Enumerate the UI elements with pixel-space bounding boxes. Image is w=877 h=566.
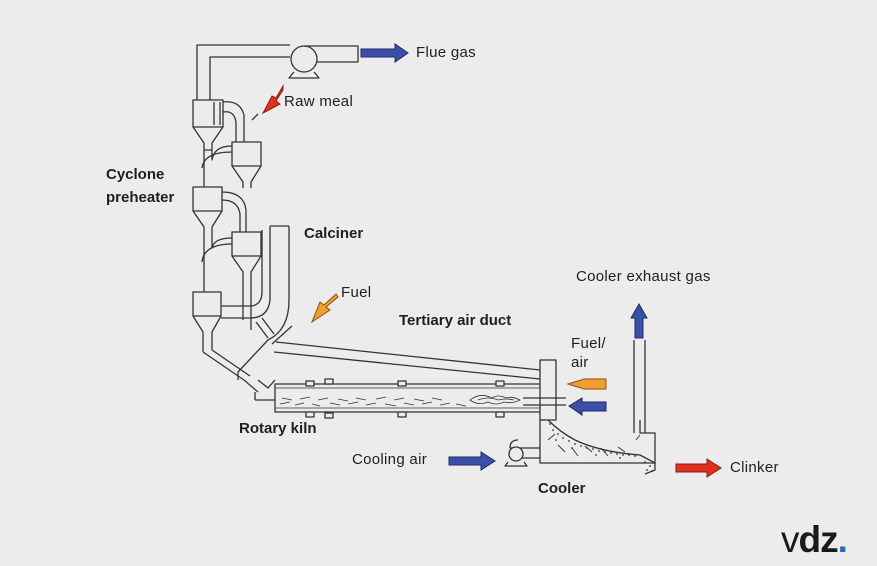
kiln-hood xyxy=(539,359,557,421)
calciner xyxy=(221,225,290,380)
clinker-cooler xyxy=(509,340,656,475)
label-rotary-kiln: Rotary kiln xyxy=(239,420,317,437)
label-tertiary-air-duct: Tertiary air duct xyxy=(399,312,512,329)
cyclone-2 xyxy=(231,141,262,188)
kiln-flame xyxy=(469,395,521,405)
rotary-kiln xyxy=(254,378,542,419)
raw-meal-arrow xyxy=(261,84,284,115)
cooler-clinker xyxy=(549,423,653,472)
fuel-air-arrow xyxy=(566,378,607,390)
label-cyclone: Cyclone xyxy=(106,166,165,183)
label-flue-gas: Flue gas xyxy=(416,44,476,61)
logo-v: v xyxy=(781,519,799,560)
vdz-logo: vdz. xyxy=(781,519,848,560)
riser-1 xyxy=(222,101,245,142)
flue-gas-arrow xyxy=(360,43,409,63)
logo-dot: . xyxy=(837,519,848,560)
label-clinker: Clinker xyxy=(730,459,779,476)
cyclone-5 xyxy=(192,291,222,352)
burner-air-arrow xyxy=(568,397,607,416)
cyclone-4 xyxy=(231,231,262,330)
logo-dz: dz xyxy=(798,519,839,560)
tertiary-air-duct xyxy=(271,325,541,380)
label-cooler-exhaust-gas: Cooler exhaust gas xyxy=(576,268,711,285)
cooler-exhaust-arrow xyxy=(630,302,648,339)
cooling-air-arrow xyxy=(448,451,496,471)
cyclone-3 xyxy=(192,186,223,236)
clinker-arrow xyxy=(675,458,722,478)
cooling-air-fan xyxy=(508,446,524,462)
cyclone-1 xyxy=(192,99,224,151)
kiln-material xyxy=(279,396,467,407)
label-air: air xyxy=(571,354,589,371)
flue-gas-fan xyxy=(290,45,318,73)
label-cooler: Cooler xyxy=(538,480,586,497)
label-preheater: preheater xyxy=(106,189,175,206)
label-cooling-air: Cooling air xyxy=(352,451,428,468)
flue-gas-duct xyxy=(196,44,290,100)
fuel-arrow-calciner xyxy=(310,293,339,324)
label-raw-meal: Raw meal xyxy=(284,93,354,110)
label-fuel-slash: Fuel/ xyxy=(571,335,606,352)
label-fuel: Fuel xyxy=(341,284,372,301)
label-calciner: Calciner xyxy=(304,225,364,242)
burner-lance xyxy=(523,397,566,406)
